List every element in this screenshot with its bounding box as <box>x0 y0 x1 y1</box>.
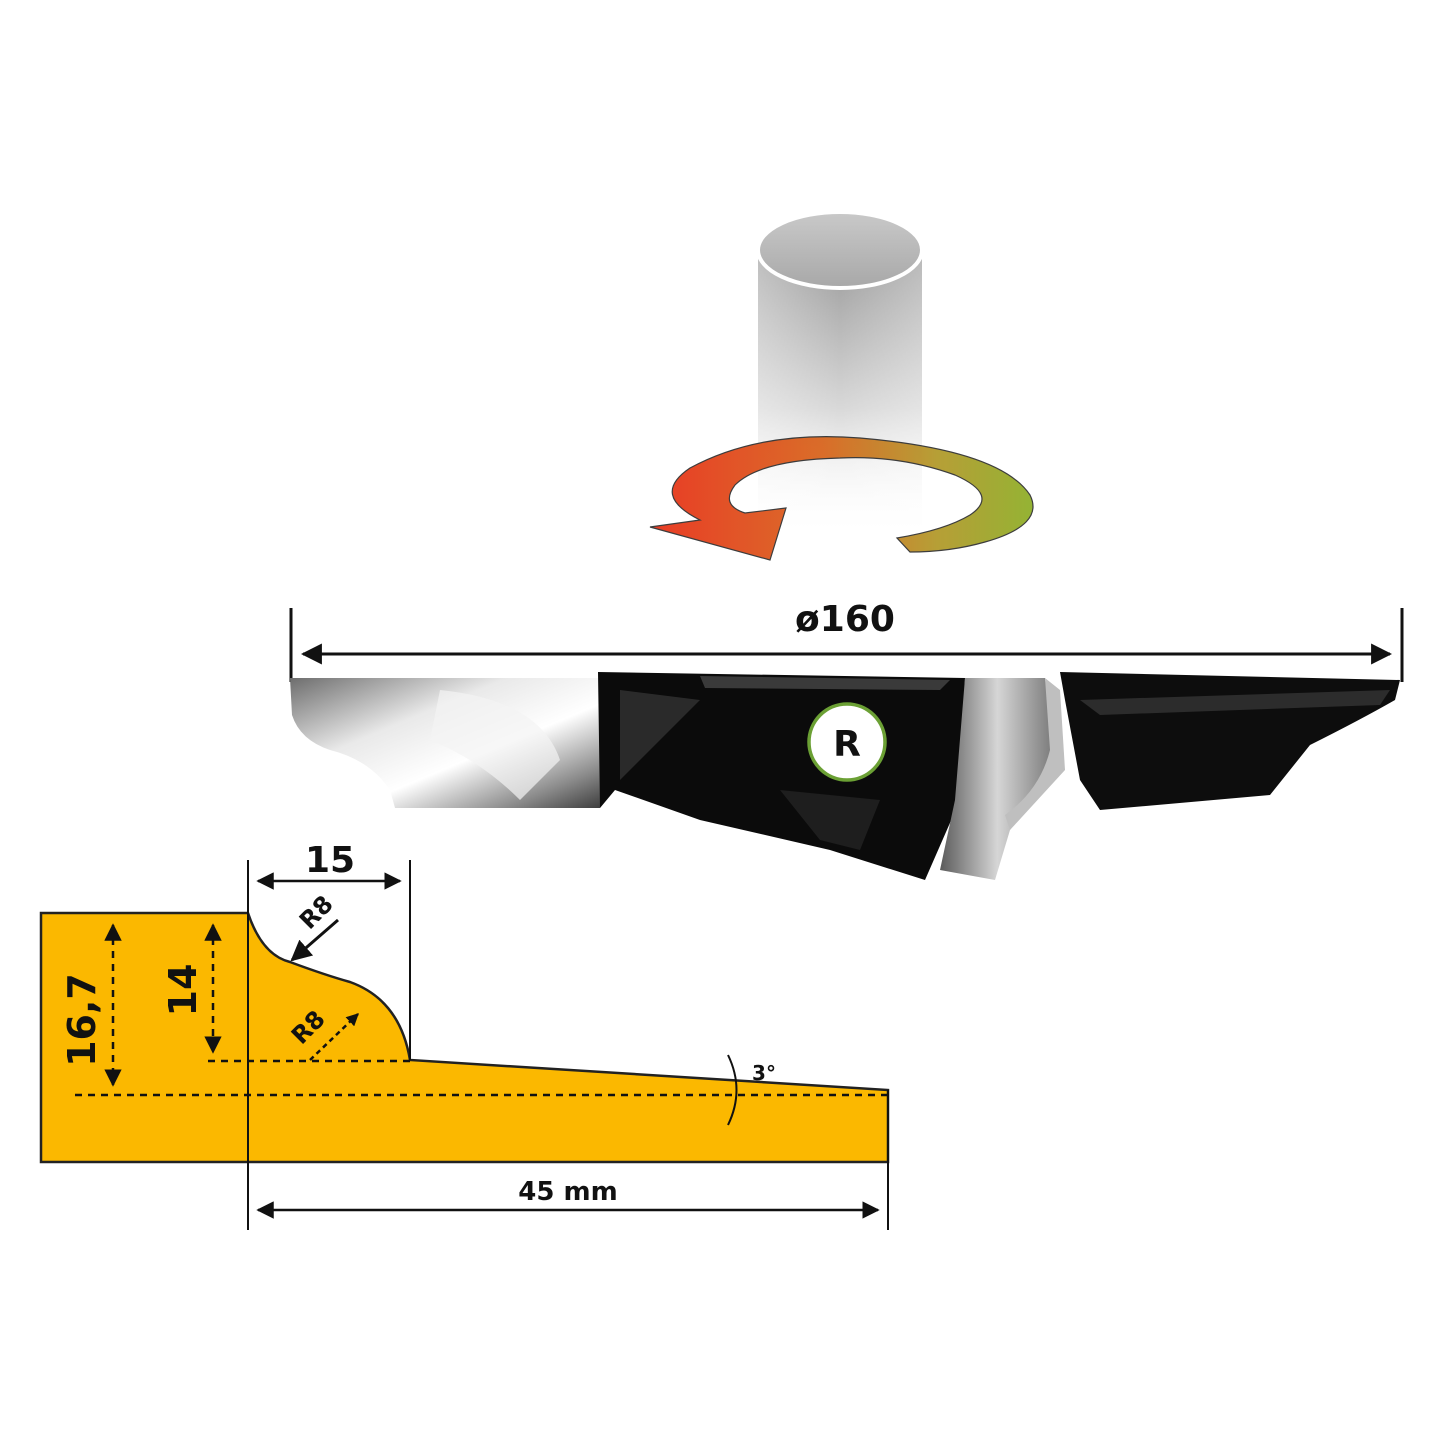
spindle-cylinder <box>756 210 924 538</box>
profile-shape <box>39 911 890 1164</box>
dim-radius-upper: R8 <box>294 890 339 935</box>
dim-angle: 3° <box>752 1061 776 1085</box>
cutter-head-image: R <box>290 672 1400 880</box>
dim-height-total: 16,7 <box>60 973 104 1067</box>
diameter-label: ø160 <box>795 599 895 640</box>
profile-drawing: 16,7 14 15 R8 R8 3° 45 mm <box>39 840 890 1230</box>
rotation-badge <box>807 702 887 782</box>
dim-width-top: 15 <box>305 840 355 881</box>
diameter-dimension: ø160 <box>289 599 1404 682</box>
rotation-direction-arrow <box>649 436 1034 561</box>
dim-height-inner: 14 <box>161 964 205 1017</box>
rotation-badge-label: R <box>833 724 861 765</box>
dim-length: 45 mm <box>518 1177 617 1207</box>
